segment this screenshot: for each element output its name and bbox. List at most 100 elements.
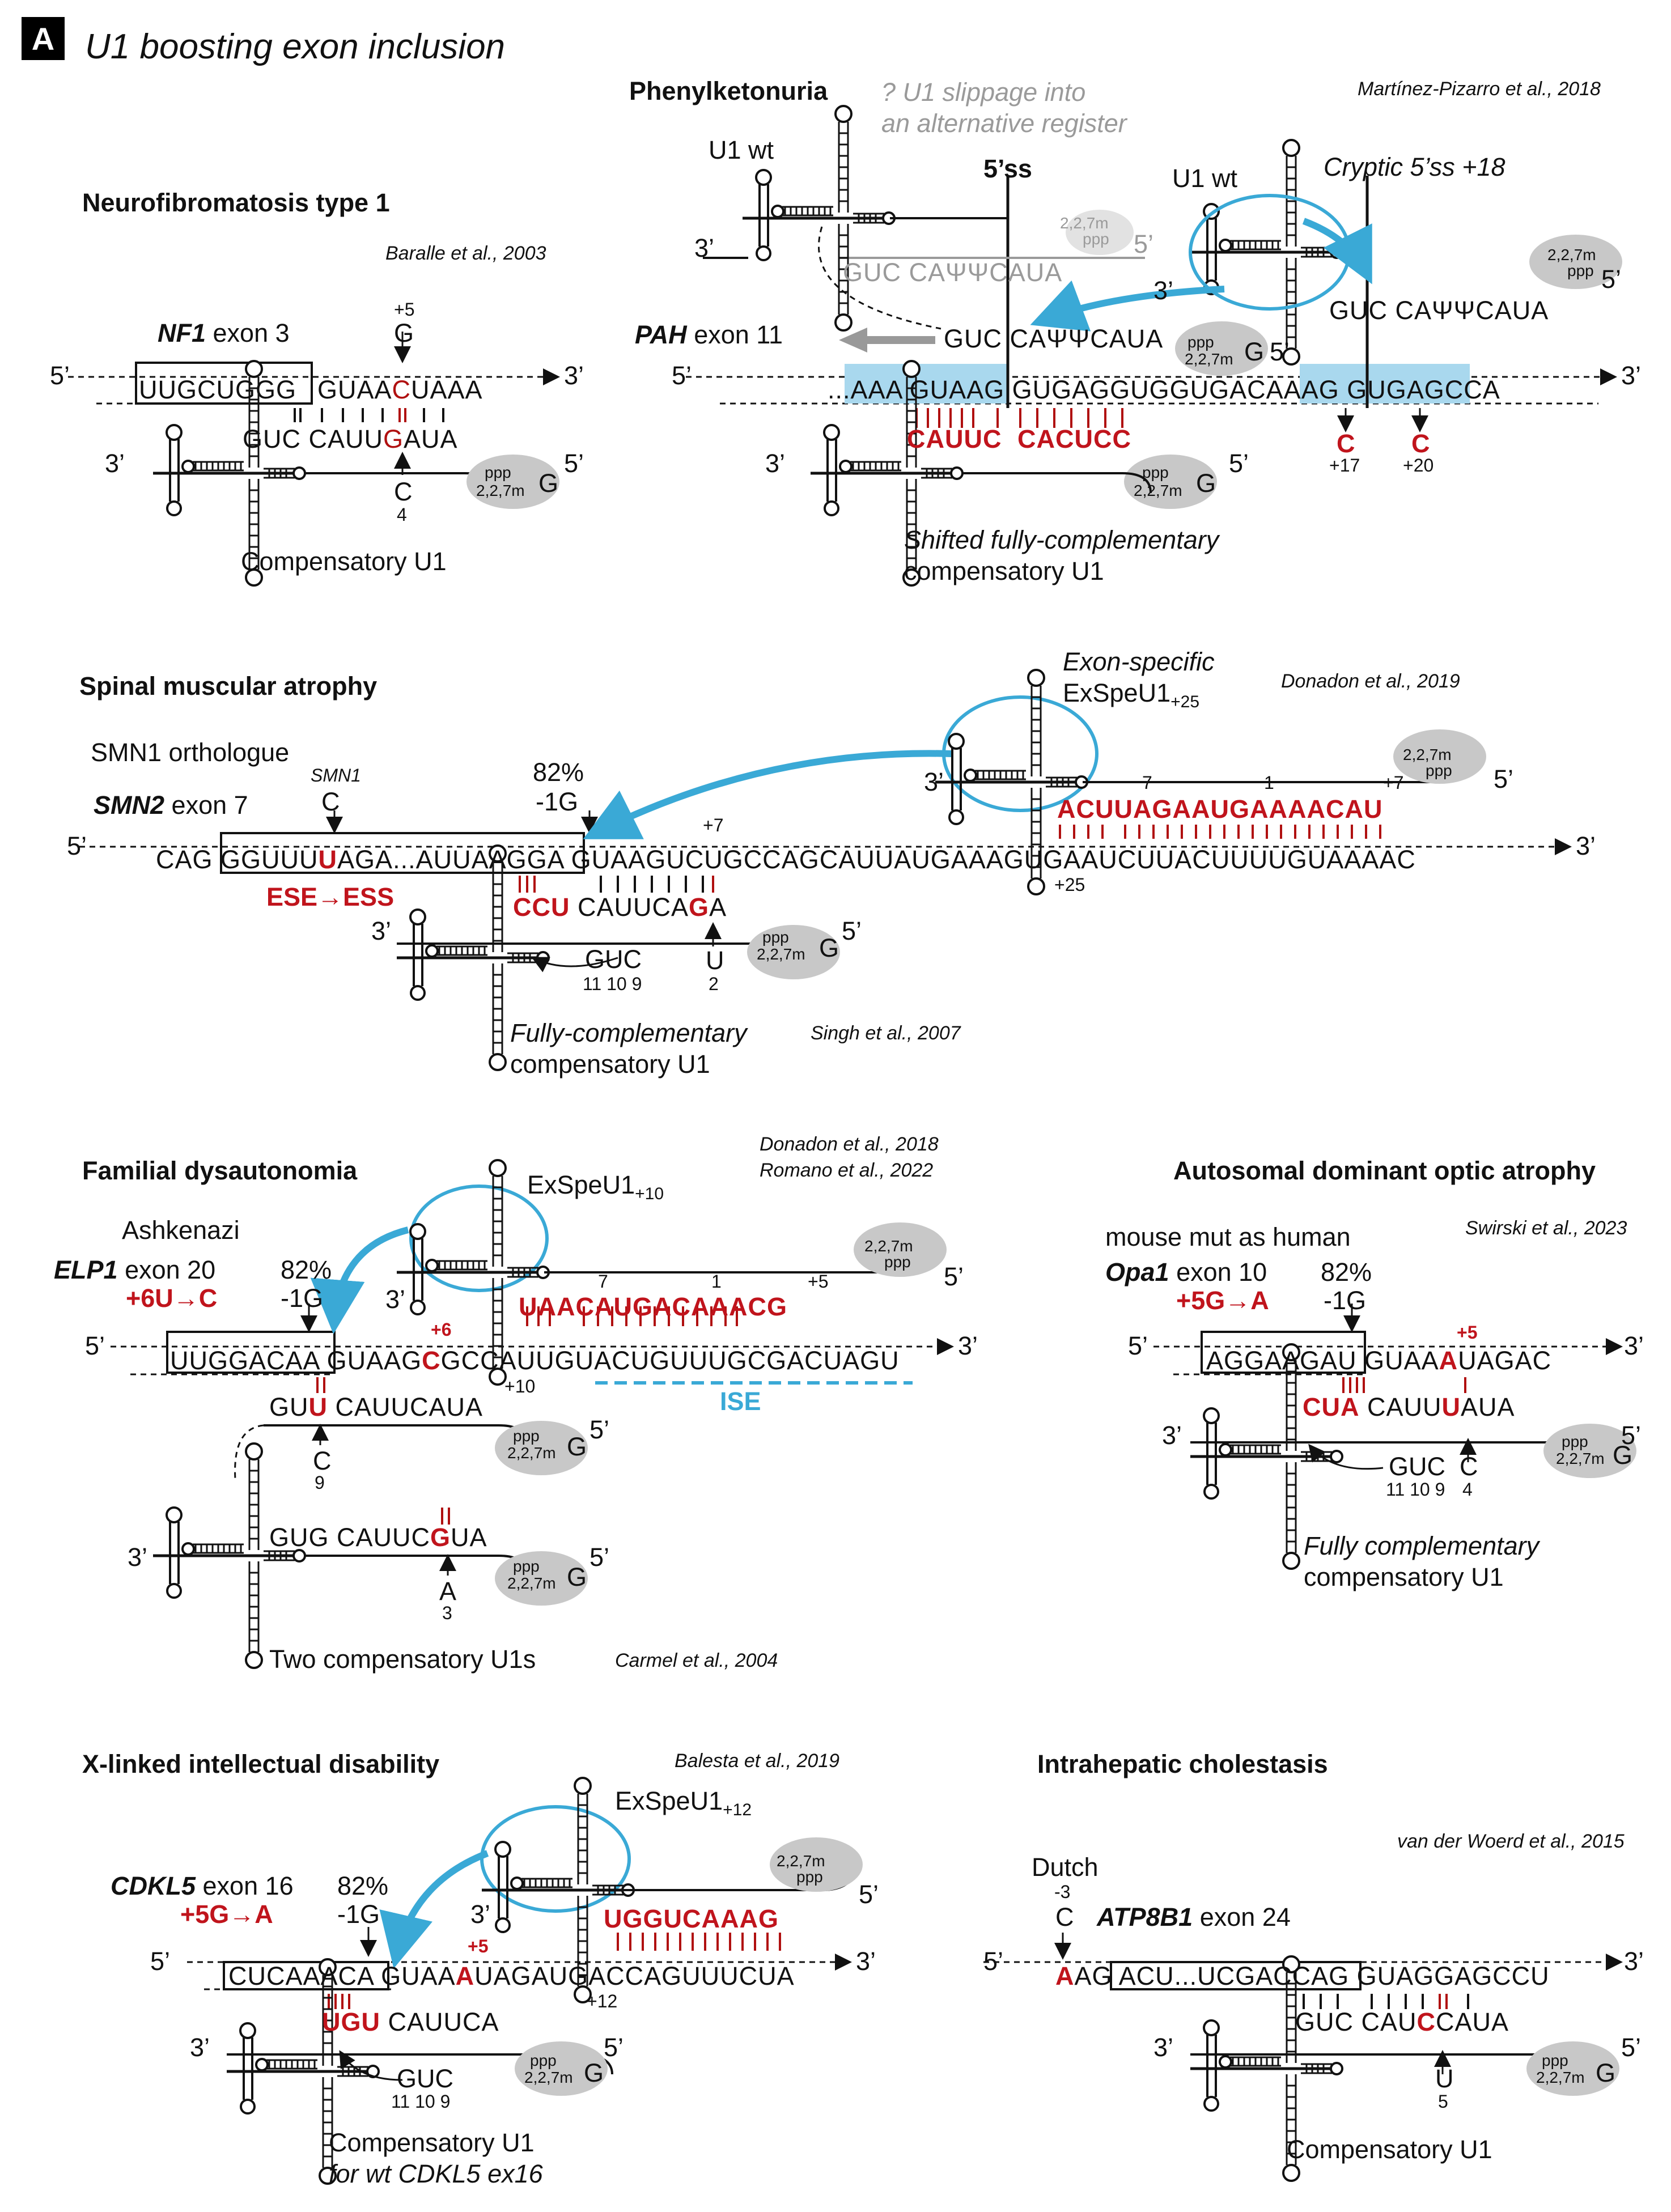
pku-title: Phenylketonuria <box>629 77 828 105</box>
sma-guc-pos: 11 10 9 <box>583 974 642 994</box>
pku-cap-ppp: ppp <box>1567 262 1594 279</box>
nf1-gene-label: NF1 exon 3 <box>158 319 290 347</box>
fd-u1a-seq: GUU CAUUCAUA <box>269 1392 484 1421</box>
fd-u1a-cap-ppp: ppp <box>513 1427 540 1445</box>
sma-pos7: +7 <box>703 815 724 835</box>
fd-exspe-pos5: +5 <box>808 1271 829 1292</box>
adoa-cap-m: 2,2,7m <box>1556 1450 1605 1467</box>
sma-caption-1: Fully-complementary <box>510 1018 747 1047</box>
xlid-exspe-five-prime: 5’ <box>859 1880 879 1909</box>
sma-u1-seq: CCU CAUUCAGA <box>513 893 727 922</box>
pku-mid-cap-g: G <box>1244 337 1265 366</box>
pku-grey-cap-ppp: ppp <box>1083 230 1109 248</box>
xlid-u1-cap-g: G <box>584 2058 604 2087</box>
pku-grey-five-prime: 5’ <box>1134 230 1154 258</box>
adoa-u1-five-prime: 5’ <box>1621 1421 1642 1450</box>
pku-grey-cap-m: 2,2,7m <box>1060 214 1109 232</box>
fd-graphics <box>111 1160 954 1668</box>
nf1-comp-pos: 4 <box>397 504 407 525</box>
adoa-five-prime: 5’ <box>1128 1331 1148 1360</box>
nf1-cap-ppp: ppp <box>485 464 511 481</box>
pku-caption-2: compensatory U1 <box>904 557 1104 585</box>
sma-u1-three-prime: 3’ <box>371 916 392 945</box>
fd-u1b-five-prime: 5’ <box>589 1543 610 1572</box>
xlid-caption-2: for wt CDKL5 ex16 <box>329 2159 543 2188</box>
pku-comp-a: CAUUC <box>907 424 1002 453</box>
fd-u1b-three-prime: 3’ <box>128 1543 148 1572</box>
xlid-title: X-linked intellectual disability <box>82 1750 440 1778</box>
pku-caption-1: Shifted fully-complementary <box>904 525 1219 554</box>
fd-caption: Two compensatory U1s <box>269 1645 536 1674</box>
fd-u1b-seq: GUG CAUUCGUA <box>269 1523 487 1552</box>
ihc-three-prime: 3’ <box>1624 1947 1644 1976</box>
pku-u1-right-seq: GUC CAΨΨCAUA <box>1329 296 1549 325</box>
adoa-mouse: mouse mut as human <box>1105 1222 1351 1251</box>
pku-citation: Martínez-Pizarro et al., 2018 <box>1358 78 1601 100</box>
sma-ese-ess: ESE→ESS <box>266 882 395 911</box>
xlid-exspe-seq: UGGUCAAAG <box>604 1904 779 1933</box>
sma-exspe-label-1: Exon-specific <box>1063 647 1215 676</box>
fd-ise-label: ISE <box>720 1387 761 1416</box>
fd-title: Familial dysautonomia <box>82 1156 358 1185</box>
sma-gene-label: SMN2 exon 7 <box>94 791 248 820</box>
fd-exspe-five-prime: 5’ <box>944 1262 964 1291</box>
fd-cap-m: 2,2,7m <box>864 1237 913 1255</box>
fd-citation-1: Donadon et al., 2018 <box>760 1133 939 1155</box>
sma-ortholog: SMN1 orthologue <box>91 738 290 767</box>
pku-u1-left-seq: GUC CAΨΨCAUA <box>944 324 1164 353</box>
fd-minus1g: -1G <box>281 1284 324 1313</box>
fd-pos10: +10 <box>504 1376 536 1396</box>
adoa-minus1g: -1G <box>1324 1286 1367 1315</box>
sma-exspe-label-2: ExSpeU1+25 <box>1063 678 1199 711</box>
pku-bot-cap-g: G <box>1196 469 1216 498</box>
nf1-citation: Baralle et al., 2003 <box>385 243 546 264</box>
xlid-three-prime: 3’ <box>856 1947 876 1976</box>
ihc-cap-m: 2,2,7m <box>1536 2069 1585 2086</box>
ihc-u1-seq: GUC CAUCCAUA <box>1295 2007 1509 2036</box>
sma-graphics <box>79 670 1572 1070</box>
pku-gene-label: PAH exon 11 <box>635 320 783 349</box>
fd-ashkenazi: Ashkenazi <box>122 1216 240 1245</box>
ihc-u1-three-prime: 3’ <box>1153 2033 1174 2062</box>
adoa-caption-2: compensatory U1 <box>1304 1563 1504 1591</box>
sma-caption-2: compensatory U1 <box>510 1050 710 1079</box>
pku-mid-cap-ppp: ppp <box>1187 333 1214 351</box>
adoa-c-pos: 4 <box>1462 1479 1473 1500</box>
adoa-gene-label: Opa1 exon 10 <box>1105 1258 1267 1287</box>
sma-u1-cap-ppp: ppp <box>762 928 789 946</box>
fd-u1b-cap-m: 2,2,7m <box>507 1574 556 1592</box>
adoa-u1-three-prime: 3’ <box>1162 1421 1182 1450</box>
adoa-title: Autosomal dominant optic atrophy <box>1173 1156 1596 1185</box>
ihc-graphics <box>983 1933 1623 2181</box>
nf1-position: +5 <box>394 299 415 320</box>
ihc-five-prime: 5’ <box>983 1947 1004 1976</box>
fd-main-seq: UUGGACAA GUAAGCGCCAUUGUACUGUUUGCGACUAGU <box>170 1346 900 1375</box>
adoa-main-seq: AGGAAGAU GUAAAUAGAC <box>1206 1346 1552 1375</box>
sma-title: Spinal muscular atrophy <box>79 672 378 700</box>
fd-exspe-pos1: 1 <box>711 1271 722 1292</box>
sma-exspe-seq: ACUUAGAAUGAAAACAU <box>1057 795 1383 823</box>
sma-minus1g: -1G <box>536 787 579 816</box>
pku-mut17-nt: C <box>1337 429 1355 458</box>
sma-exspe-pos7: 7 <box>1142 772 1152 793</box>
adoa-citation: Swirski et al., 2023 <box>1465 1217 1627 1239</box>
fd-c-nt: C <box>313 1446 332 1475</box>
nf1-five-prime: 5’ <box>50 361 70 390</box>
panel-title: U1 boosting exon inclusion <box>85 27 506 66</box>
pku-bot-cap-m: 2,2,7m <box>1134 482 1182 499</box>
nf1-u1-three-prime: 3’ <box>105 449 125 478</box>
pku-mid-cap-m: 2,2,7m <box>1185 350 1233 368</box>
pku-u1-five-prime: 5’ <box>1229 449 1249 478</box>
pku-three-prime: 3’ <box>1621 361 1642 390</box>
fd-a-pos: 3 <box>442 1603 452 1623</box>
nf1-cap-m: 2,2,7m <box>476 482 525 499</box>
pku-question-2: an alternative register <box>881 109 1127 138</box>
pku-grey-seq: GUC CAΨΨCAUA <box>843 258 1063 287</box>
fd-cap-ppp: ppp <box>884 1253 911 1271</box>
sma-main-seq: CAG GGUUUUAGA...AUUAAGGA GUAAGUCUGCCAGCA… <box>156 845 1416 874</box>
pku-cryptic-label: Cryptic 5’ss +18 <box>1324 152 1505 181</box>
sma-u-pos: 2 <box>709 974 719 994</box>
fd-exspe-seq: UAACAUGACAAACG <box>519 1292 787 1321</box>
adoa-u1-seq: CUA CAUUUAUA <box>1303 1392 1515 1421</box>
